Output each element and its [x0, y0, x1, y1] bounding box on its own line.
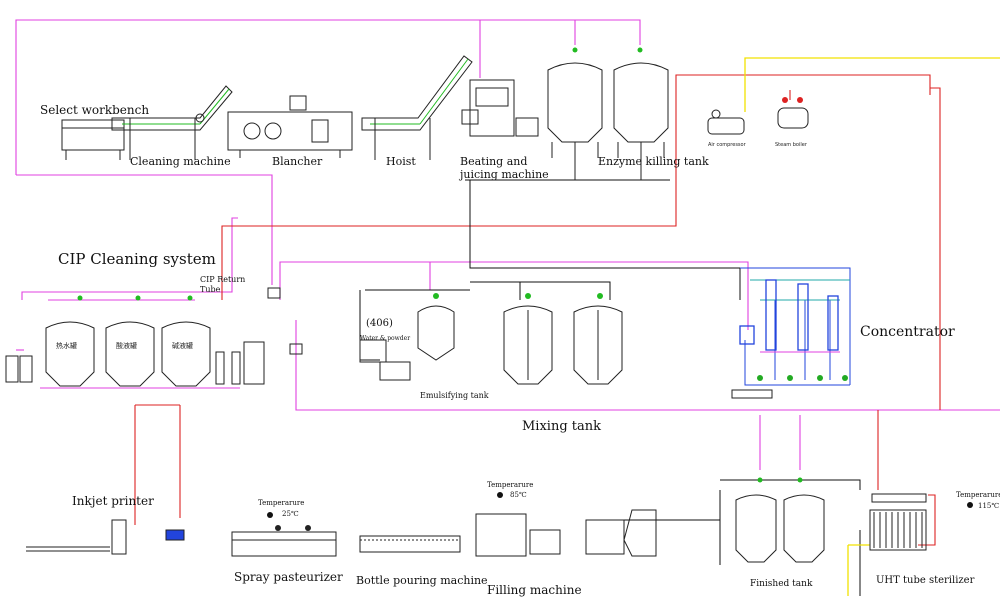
select-workbench: [61, 119, 125, 160]
beating-juicing-machine: [461, 79, 539, 137]
filling-machine: [475, 509, 657, 557]
label-cip-cleaning-system: CIP Cleaning system: [58, 250, 216, 268]
label-cleaning-machine: Cleaning machine: [130, 155, 231, 168]
label-steam-boiler: Steam boiler: [775, 142, 808, 148]
label-cip-tank-3: 碱液罐: [172, 341, 193, 350]
label-bottle-pouring-machine: Bottle pouring machine: [356, 574, 488, 587]
cip-cleaning-system: [5, 287, 303, 387]
label-temp-3: Temperarure: [956, 491, 1000, 499]
label-enzyme-killing-tank: Enzyme killing tank: [598, 155, 709, 168]
label-beating-line2: juicing machine: [458, 168, 549, 181]
label-cip-tank-1: 热水罐: [56, 341, 77, 350]
label-water-powder: Water & powder: [360, 335, 410, 342]
label-temp-value-3: 115℃: [978, 502, 999, 510]
pink-pipe-lines: [15, 19, 1000, 470]
label-temp-1: Temperarure: [258, 499, 304, 507]
blue-pipe-lines: [740, 267, 851, 386]
hoist: [361, 55, 473, 160]
cleaning-machine: [111, 85, 233, 160]
label-temp-value-2: 85℃: [510, 491, 527, 499]
label-cip-tank-2: 酸液罐: [116, 341, 137, 350]
label-blancher: Blancher: [272, 155, 323, 168]
concentrator: [731, 279, 848, 399]
label-finished-tank: Finished tank: [750, 579, 813, 589]
mixing-tanks: [503, 293, 623, 385]
bottle-pouring-machine: [359, 535, 461, 553]
label-hoist: Hoist: [386, 155, 416, 168]
label-cip-return-line1: CIP Return: [200, 275, 245, 284]
label-air-compressor: Air compressor: [708, 142, 747, 148]
teal-pipe-lines: [750, 279, 850, 301]
label-temp-2: Temperarure: [487, 481, 533, 489]
red-pipe-lines: [134, 74, 941, 546]
air-compressor: [707, 109, 745, 135]
label-mixing-tank: Mixing tank: [522, 419, 601, 434]
label-select-workbench: Select workbench: [40, 103, 149, 117]
inkjet-printer: [26, 519, 185, 555]
label-concentrator: Concentrator: [860, 324, 955, 340]
temperature-probes: [267, 492, 973, 518]
spray-pasteurizer: [231, 525, 337, 557]
label-spray-pasteurizer: Spray pasteurizer: [234, 570, 343, 584]
label-tank-code: (406): [366, 318, 393, 329]
label-temp-value-1: 25℃: [282, 510, 299, 518]
uht-tube-sterilizer: [869, 493, 927, 551]
black-pipe-lines: [359, 179, 861, 596]
emulsifying-tank: [359, 293, 455, 381]
blancher: [227, 95, 353, 158]
enzyme-killing-tanks: [547, 47, 669, 180]
label-uht-tube-sterilizer: UHT tube sterilizer: [876, 575, 975, 586]
steam-boiler: [777, 97, 809, 129]
yellow-pipe-lines: [744, 57, 1000, 596]
finished-tanks: [735, 477, 825, 563]
label-cip-return-line2: Tube: [200, 285, 221, 294]
label-beating-line1: Beating and: [460, 155, 527, 168]
label-filling-machine: Filling machine: [487, 583, 582, 597]
label-inkjet-printer: Inkjet printer: [72, 494, 154, 508]
label-emulsifying-tank: Emulsifying tank: [420, 391, 489, 400]
